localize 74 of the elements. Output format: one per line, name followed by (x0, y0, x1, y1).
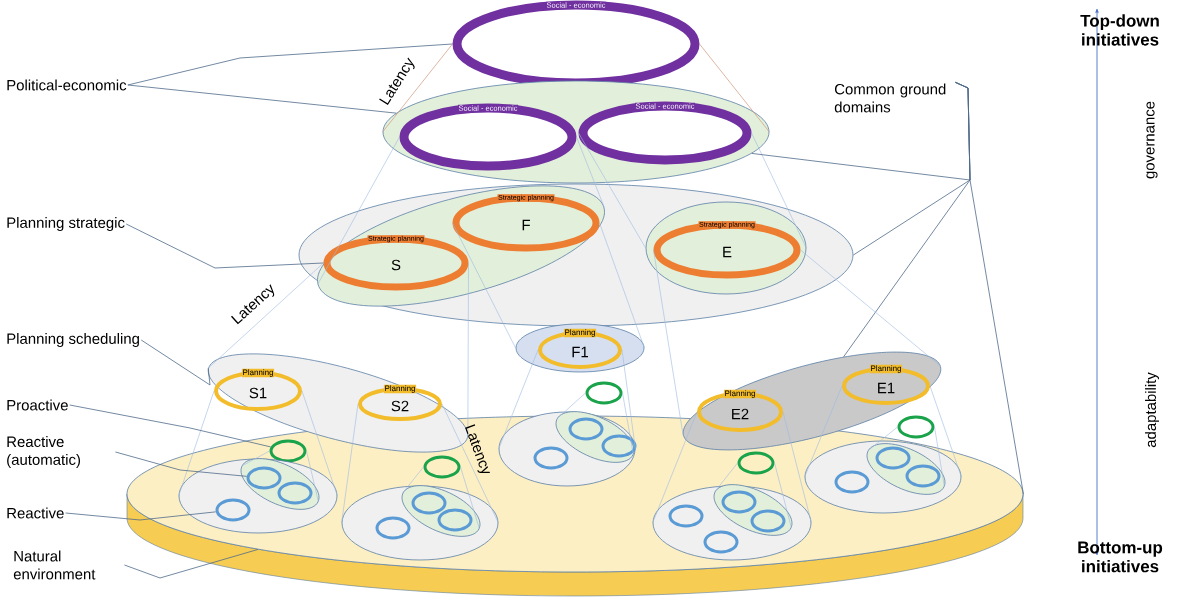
projection-line (441, 403, 499, 524)
projection-line (653, 249, 684, 436)
side-label: Reactive (7, 507, 64, 519)
leader-line (124, 549, 259, 579)
projection-line (867, 426, 898, 452)
side-label: Political-economic (7, 79, 127, 91)
ring (246, 466, 282, 490)
zone-ellipse (515, 323, 645, 373)
ring (601, 434, 637, 458)
ring (269, 439, 307, 463)
ring (437, 508, 473, 532)
ring (533, 446, 569, 470)
ring (277, 481, 313, 505)
ring (905, 464, 941, 488)
side-label: Reactive (automatic) (7, 436, 80, 468)
leader-line (115, 451, 248, 477)
projection-line (382, 43, 453, 133)
side-label: Proactive (7, 399, 68, 411)
leader-line (125, 223, 324, 269)
ring (668, 504, 704, 528)
projection-line (652, 411, 698, 524)
ring (721, 490, 757, 514)
axis-label: governance (1146, 101, 1158, 179)
axis-label: Bottom-up initiatives (1078, 541, 1163, 573)
projection-line (556, 392, 586, 420)
projection-line (622, 392, 634, 456)
leader-line (69, 404, 272, 448)
projection-line (934, 426, 945, 488)
axis-label: Top-down initiatives (1080, 14, 1159, 46)
leader-line (140, 339, 211, 386)
ring (737, 451, 775, 475)
ring (834, 470, 870, 494)
projection-line (578, 132, 646, 249)
projection-line (751, 132, 807, 249)
projection-line (301, 390, 338, 497)
projection-line (317, 136, 400, 285)
leader-line (65, 511, 217, 521)
ring (897, 415, 935, 439)
ring (703, 530, 739, 554)
projection-line (241, 450, 270, 467)
projection-line (178, 390, 215, 497)
projection-line (782, 411, 812, 524)
latency-label: Latency (465, 424, 490, 474)
ring (423, 455, 461, 479)
projection-line (774, 462, 792, 529)
ring (568, 417, 604, 441)
projection-line (929, 385, 962, 478)
ring (215, 498, 251, 522)
ring (875, 446, 911, 470)
zone-ellipse (645, 201, 807, 295)
axis-label: adaptability (1145, 372, 1159, 448)
ring (750, 509, 786, 533)
side-label: Natural environment (13, 550, 96, 580)
leader-line (955, 81, 1024, 495)
ring (375, 516, 411, 540)
projection-line (498, 349, 539, 450)
side-label: Planning scheduling (7, 333, 139, 347)
projection-line (621, 349, 636, 450)
projection-line (207, 262, 324, 369)
projection-line (804, 385, 843, 478)
projection-line (800, 249, 942, 367)
projection-line (467, 262, 469, 439)
projection-line (599, 222, 645, 349)
projection-line (306, 450, 319, 503)
ring (411, 491, 447, 515)
projection-line (699, 43, 770, 133)
leader-line (127, 84, 397, 114)
projection-line (452, 222, 516, 349)
leader-line (127, 43, 453, 86)
side-label: Common ground domains (834, 83, 946, 113)
side-label: Planning strategic (7, 217, 125, 231)
projection-line (460, 466, 480, 530)
ring (585, 381, 623, 405)
projection-line (576, 136, 605, 208)
